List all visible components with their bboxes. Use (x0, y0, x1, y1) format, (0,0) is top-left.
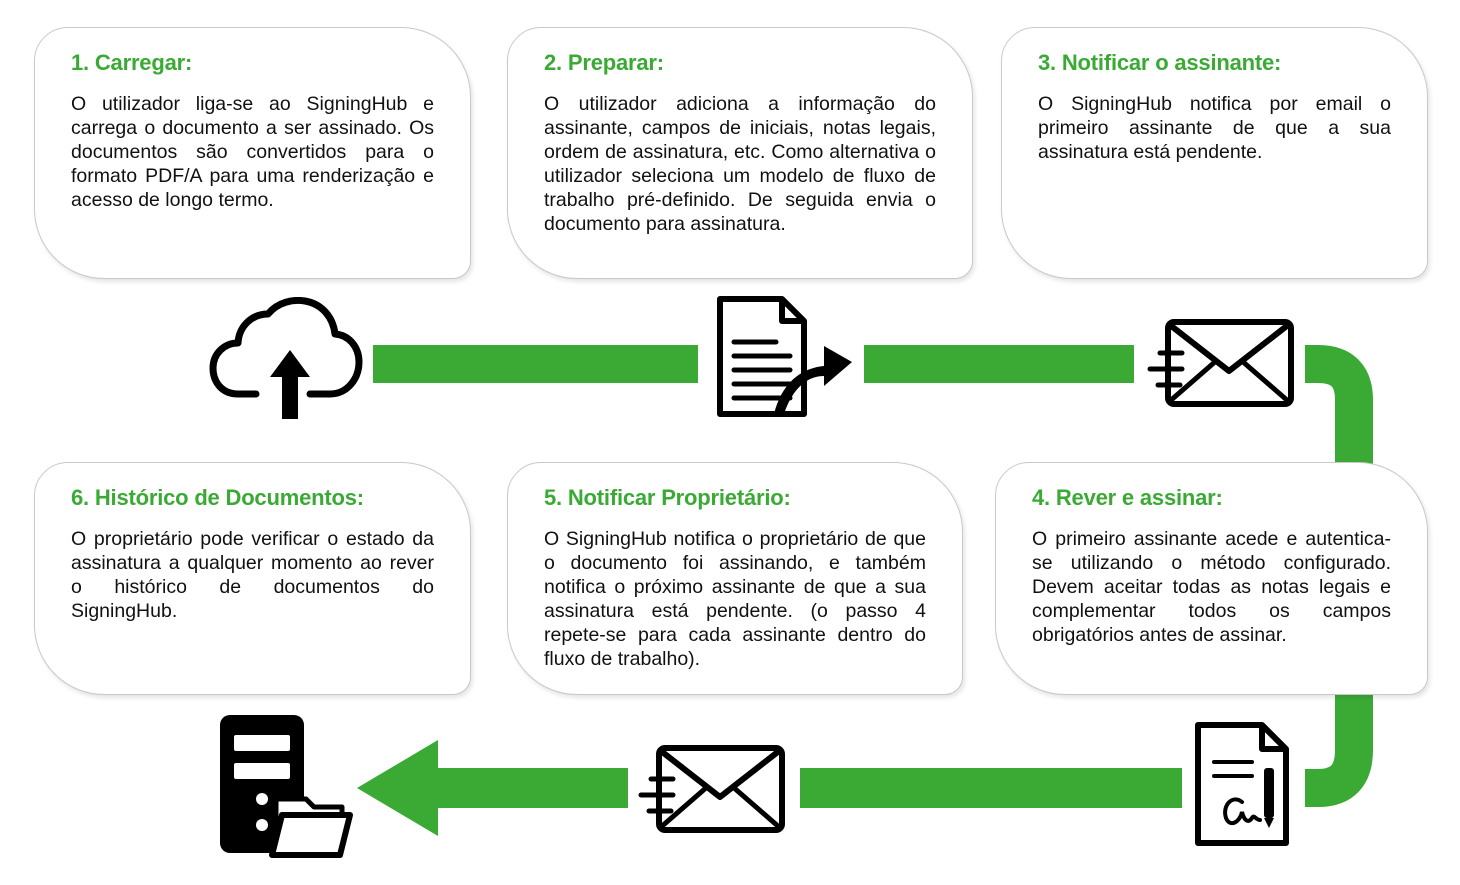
step-2-text: O utilizador adiciona a informação do as… (544, 93, 936, 235)
step-3-text: O SigningHub notifica por email o primei… (1038, 93, 1391, 163)
step-6-title: 6. Histórico de Documentos: (71, 485, 364, 510)
step-6-text: O proprietário pode verificar o estado d… (71, 528, 434, 622)
step-5-text: O SigningHub notifica o proprietário de … (544, 528, 926, 670)
step-5-title: 5. Notificar Proprietário: (544, 485, 791, 510)
connector-3-4-bottom (1305, 690, 1373, 807)
step-card-3: 3. Notificar o assinante: O SigningHub n… (1001, 27, 1428, 279)
step-card-6: 6. Histórico de Documentos: O proprietár… (34, 462, 471, 695)
connector-4-5 (800, 768, 1182, 808)
document-send-icon (717, 296, 852, 417)
connector-5-6 (430, 768, 628, 808)
signed-document-icon (1195, 722, 1289, 846)
connector-1-2 (373, 345, 698, 383)
step-4-title: 4. Rever e assinar: (1032, 485, 1223, 510)
step-card-4: 4. Rever e assinar: O primeiro assinante… (995, 462, 1428, 695)
step-card-5: 5. Notificar Proprietário: O SigningHub … (507, 462, 963, 695)
email-icon (638, 745, 785, 833)
email-icon (1147, 319, 1294, 407)
step-2-title: 2. Preparar: (544, 50, 664, 75)
connector-3-4-top (1305, 345, 1373, 468)
step-1-title: 1. Carregar: (71, 50, 193, 75)
server-folder-icon (220, 715, 353, 858)
step-4-text: O primeiro assinante acede e autentica-s… (1032, 528, 1391, 646)
step-1-text: O utilizador liga-se ao SigningHub e car… (71, 93, 434, 211)
step-3-title: 3. Notificar o assinante: (1038, 50, 1282, 75)
step-card-1: 1. Carregar: O utilizador liga-se ao Sig… (34, 27, 471, 279)
step-card-2: 2. Preparar: O utilizador adiciona a inf… (507, 27, 973, 279)
flow-arrowhead (357, 740, 438, 836)
connector-2-3 (864, 345, 1134, 383)
cloud-upload-icon (209, 297, 363, 419)
